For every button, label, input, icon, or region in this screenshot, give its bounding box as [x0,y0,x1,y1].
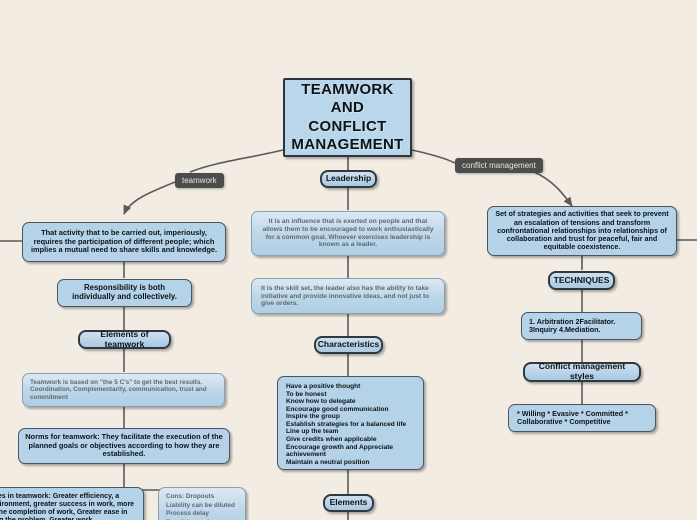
teamwork-elements-header-node[interactable]: Elements of teamwork [78,328,171,349]
root-node[interactable]: TEAMWORK AND CONFLICT MANAGEMENT [283,78,412,157]
list-item: Know how to delegate [286,398,356,406]
leadership-skills-node[interactable]: It is the skill set, the leader also has… [251,278,445,314]
conflict-styles-header-text: Conflict management styles [538,361,626,381]
edge-label-conflict-management[interactable]: conflict management [455,158,543,173]
teamwork-advantages-node[interactable]: Advantages in teamwork: Greater efficien… [0,487,144,520]
teamwork-definition-node[interactable]: That activity that to be carried out, im… [22,222,226,262]
teamwork-cons-node[interactable]: Cons: Dropouts Liability can be diluted … [158,487,246,520]
teamwork-five-cs-text: Teamwork is based on "the 5 C's" to get … [30,379,207,401]
conflict-techniques-header-text: TECHNIQUES [553,274,610,285]
list-item: Maintain a neutral position [286,458,370,466]
list-item: Have a positive thought [286,383,361,390]
list-item: Line up the team [286,428,339,436]
conflict-techniques-text: 1. Arbitration 2Facilitator. 3Inquiry 4.… [529,317,616,335]
leadership-elements-header-text: Elements [329,497,368,508]
leadership-definition-node[interactable]: It is an influence that is exerted on pe… [251,211,445,256]
conflict-techniques-header-node[interactable]: TECHNIQUES [548,271,615,290]
teamwork-responsibility-node[interactable]: Responsibility is both individually and … [57,279,192,307]
list-item: To be honest [286,390,327,398]
conflict-styles-header-node[interactable]: Conflict management styles [523,361,641,382]
conflict-definition-node[interactable]: Set of strategies and activities that se… [487,206,677,256]
root-title: TEAMWORK AND CONFLICT MANAGEMENT [291,80,404,153]
leadership-skills-text: It is the skill set, the leader also has… [261,285,430,308]
leadership-header-node[interactable]: Leadership [320,170,377,188]
teamwork-definition-text: That activity that to be carried out, im… [30,228,218,255]
list-item: Encourage growth and Appreciate achievem… [286,443,394,459]
teamwork-elements-header-text: Elements of teamwork [100,328,149,349]
list-item: Establish strategies for a balanced life [286,420,407,428]
list-item: Encourage good communication [286,405,389,413]
teamwork-five-cs-node[interactable]: Teamwork is based on "the 5 C's" to get … [22,373,225,407]
teamwork-responsibility-text: Responsibility is both individually and … [72,283,177,301]
conflict-styles-node[interactable]: * Willing * Evasive * Committed * Collab… [508,404,656,432]
leadership-characteristics-node[interactable]: Have a positive thought To be honest Kno… [277,376,424,470]
teamwork-norms-node[interactable]: Norms for teamwork: They facilitate the … [18,428,230,464]
characteristics-list: Have a positive thought To be honest Kno… [286,383,415,466]
teamwork-cons-text: Cons: Dropouts Liability can be diluted … [166,493,235,520]
list-item: Inspire the group [286,413,340,421]
conflict-techniques-node[interactable]: 1. Arbitration 2Facilitator. 3Inquiry 4.… [521,312,642,340]
conflict-definition-text: Set of strategies and activities that se… [495,209,669,252]
leadership-characteristics-header-node[interactable]: Characteristics [314,336,383,354]
leadership-header-text: Leadership [325,173,372,184]
teamwork-advantages-text: Advantages in teamwork: Greater efficien… [0,493,135,520]
conflict-styles-text: * Willing * Evasive * Committed * Collab… [517,409,628,427]
teamwork-norms-text: Norms for teamwork: They facilitate the … [25,432,223,459]
leadership-elements-header-node[interactable]: Elements [323,494,374,512]
leadership-characteristics-header-text: Characteristics [317,339,380,350]
edge-label-teamwork[interactable]: teamwork [175,173,224,188]
list-item: Give credits when applicable [286,436,377,444]
leadership-definition-text: It is an influence that is exerted on pe… [262,218,434,249]
